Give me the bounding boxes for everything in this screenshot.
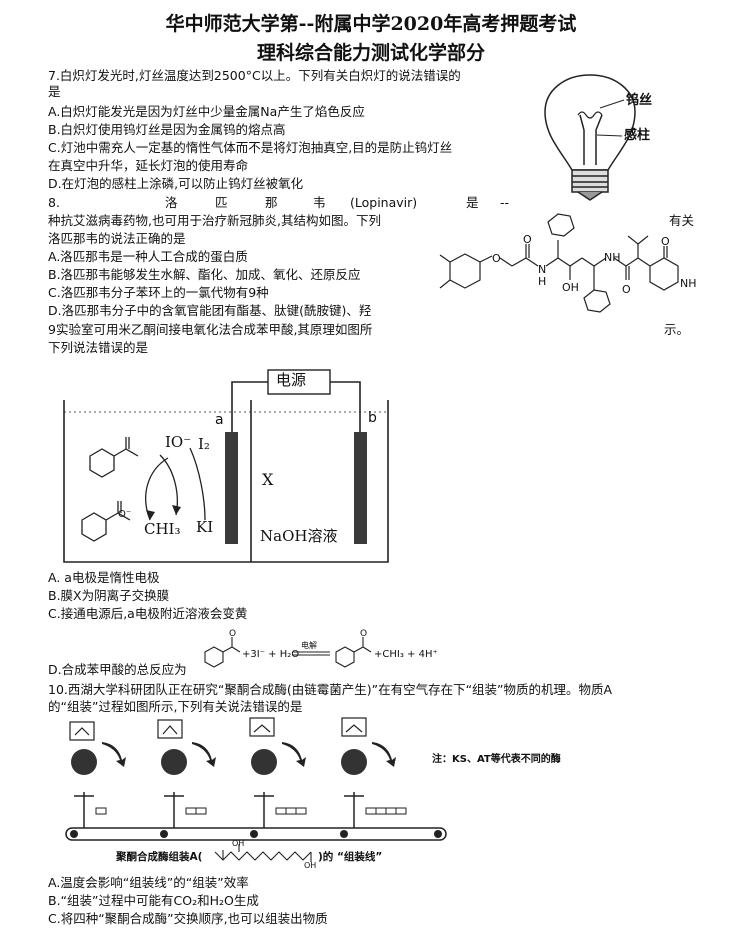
- mol-hydroxyl: OH: [562, 281, 579, 294]
- q7-stem-line1: 7.白炽灯发光时,灯丝温度达到2500°C以上。下列有关白炽灯的说法错误的: [48, 68, 461, 83]
- assembly-line-label: 聚酮合成酶组装A(: [116, 851, 203, 863]
- ki-label: KI: [196, 518, 214, 536]
- q8-option-a: A.洛匹那韦是一种人工合成的蛋白质: [48, 249, 248, 264]
- benzoate-o-minus: O⁻: [118, 509, 132, 520]
- electrode-b: [354, 432, 367, 544]
- conveyor-belt: [65, 827, 447, 841]
- q10-stem-line2: 的“组装”过程如图所示,下列有关说法错误的是: [48, 699, 303, 714]
- q8-option-c: C.洛匹那韦分子苯环上的一氯代物有9种: [48, 285, 269, 300]
- q8-stem-line3: 洛匹那韦的说法正确的是: [48, 231, 186, 246]
- chi3-label: CHI₃: [144, 520, 181, 538]
- q10-stem-line1: 10.西湖大学科研团队正在研究“聚酮合成酶(由链霉菌产生)”在有空气存在下“组装…: [48, 682, 613, 697]
- eq-product-o: O: [360, 629, 368, 639]
- eq-right: +CHI₃ + 4H⁺: [374, 649, 438, 660]
- q10-option-c: C.将四种“聚酮合成酶”交换顺序,也可以组装出物质: [48, 911, 328, 926]
- electrode-a: [225, 432, 238, 544]
- q7-option-c-line2: 在真空中升华，延长灯泡的使用寿命: [48, 158, 249, 173]
- membrane-x-label: X: [262, 470, 274, 489]
- exam-title: 华中师范大学第--附属中学2020年高考押题考试: [165, 13, 577, 35]
- q10-option-b: B.“组装”过程中可能有CO₂和H₂O生成: [48, 893, 259, 908]
- mol-amide-nh: NH: [604, 251, 621, 264]
- q8-word4: 韦: [313, 195, 326, 210]
- bulb-label-post: 感柱: [624, 128, 651, 143]
- product-oh2: OH: [304, 861, 317, 870]
- q7-option-a: A.白炽灯能发光是因为灯丝中少量金属Na产生了焰色反应: [48, 104, 365, 119]
- q8-word1: 洛: [165, 195, 178, 210]
- q8-dash: --: [500, 195, 510, 210]
- q9-stem-line1: 9实验室可用米乙酮间接电氧化法合成苯甲酸,其原理如图所: [48, 322, 373, 337]
- q8-word2: 匹: [215, 195, 228, 210]
- mol-amide-n: N: [538, 263, 547, 276]
- q9-option-a: A. a电极是惰性电极: [48, 570, 160, 585]
- q8-stem-line2-end: 有关: [669, 213, 695, 228]
- q9-option-d: D.合成苯甲酸的总反应为: [48, 662, 187, 677]
- q7-option-b: B.白炽灯使用钨灯丝是因为金属钨的熔点高: [48, 122, 286, 137]
- q8-shi: 是: [466, 195, 479, 210]
- q9-stem-line1-end: 示。: [664, 322, 690, 337]
- i2-label: I₂: [198, 435, 210, 453]
- mol-urea-o: O: [661, 235, 670, 248]
- mol-urea-nh: NH: [680, 277, 697, 290]
- eq-condition: 电解: [301, 641, 317, 650]
- io-minus-label: IO⁻: [165, 433, 192, 451]
- q10-option-a: A.温度会影响“组装线”的“组装”效率: [48, 875, 249, 890]
- mol-amide-h: H: [538, 275, 547, 288]
- mol-ether-o: O: [492, 252, 501, 265]
- q9-stem-line2: 下列说法错误的是: [48, 340, 149, 355]
- mol-amide2-o: O: [622, 283, 631, 296]
- power-supply-label: 电源: [276, 371, 307, 389]
- eq-middle: +3I⁻ + H₂O: [242, 649, 300, 660]
- q10-enzyme-note: 注：KS、AT等代表不同的酶: [432, 754, 561, 765]
- q8-stem-line2: 种抗艾滋病毒药物,也可用于治疗新冠肺炎,其结构如图。下列: [48, 213, 381, 228]
- electrode-b-label: b: [368, 410, 377, 426]
- product-oh: OH: [232, 839, 245, 848]
- q7-option-d: D.在灯泡的感柱上涂磷,可以防止钨灯丝被氧化: [48, 176, 304, 191]
- naoh-solution-label: NaOH溶液: [260, 527, 338, 545]
- exam-subtitle: 理科综合能力测试化学部分: [256, 42, 485, 64]
- q8-option-d: D.洛匹那韦分子中的含氧官能团有酯基、肽键(酰胺键)、羟: [48, 303, 372, 318]
- q9-option-c: C.接通电源后,a电极附近溶液会变黄: [48, 606, 248, 621]
- q7-stem-line2: 是: [48, 84, 61, 99]
- q8-number: 8.: [48, 195, 60, 210]
- q8-english-name: (Lopinavir): [350, 195, 418, 210]
- q7-option-c-line1: C.灯池中需充人一定基的惰性气体而不是将灯泡抽真空,目的是防止钨灯丝: [48, 140, 453, 155]
- q8-option-b: B.洛匹那韦能够发生水解、酯化、加成、氧化、还原反应: [48, 267, 361, 282]
- electrode-a-label: a: [215, 412, 224, 428]
- mol-carbonyl-o: O: [523, 233, 532, 246]
- eq-reactant-o: O: [229, 629, 237, 639]
- q8-word3: 那: [265, 195, 278, 210]
- assembly-line-label-end: )的 “组装线”: [318, 851, 383, 863]
- bulb-label-wire: 钨丝: [626, 93, 653, 108]
- q9-option-b: B.膜X为阴离子交换膜: [48, 588, 170, 603]
